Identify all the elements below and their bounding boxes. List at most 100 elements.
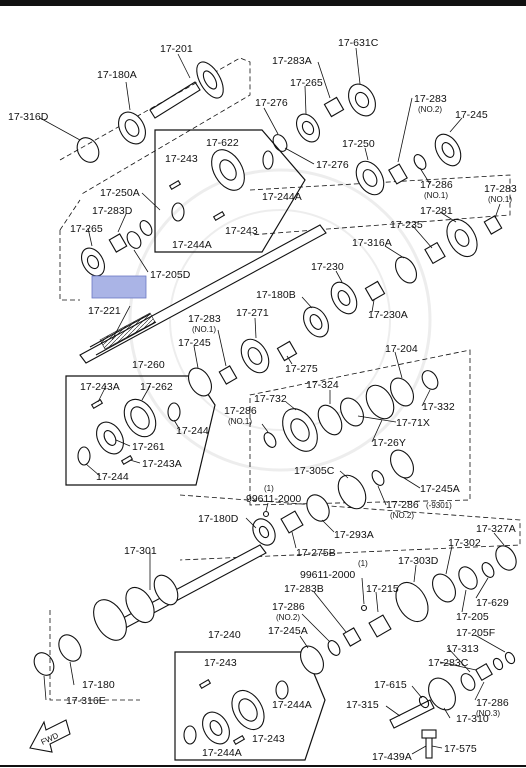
synchronizer-17-732 [282,408,318,452]
label-17-283-no2-top: 17-283 [414,93,447,105]
label-17-204: 17-204 [385,343,418,355]
gear-17-205 [458,566,478,590]
needle-bearing-17-283-no1-top [483,215,503,235]
label-17-315: 17-315 [346,699,379,711]
label-17-439A: 17-439A [372,751,412,763]
spring-17-244A-c [275,680,289,700]
label-17-283-no1-mid: 17-283 [188,313,221,325]
label-17-327A: 17-327A [476,523,516,535]
label-17-240: 17-240 [208,629,241,641]
top-border [0,0,526,6]
part-labels: 17-201 17-180A 17-316D 17-283A 17-631C 1… [8,37,517,763]
key-17-243-d [232,735,246,745]
label-17-244A-b: 17-244A [172,239,212,251]
label-17-261: 17-261 [132,441,165,453]
label-no3: (NO.3) [476,709,500,718]
label-no1-d: (NO.1) [228,417,252,426]
key-17-243-b [212,211,226,221]
label-9301: (-9301) [426,501,452,510]
label-no1-b: (NO.1) [488,195,512,204]
label-17-283-no1-top: 17-283 [484,183,517,195]
label-17-324: 17-324 [306,379,339,391]
label-no2-a: (NO.2) [418,105,442,114]
label-17-286-no2-low: 17-286 [272,601,305,613]
gear-17-250 [355,160,385,196]
gear-17-265-left [80,247,106,277]
gear-17-245-top [434,133,462,167]
label-17-221: 17-221 [88,305,121,317]
gear-17-622 [211,149,245,191]
spring-17-244A-a [262,150,274,170]
label-99611-a-qty: (1) [264,484,274,493]
label-no2-c: (NO.2) [276,613,300,622]
gear-17-265-top [295,113,321,143]
key-17-243A-b [120,455,134,465]
ring-17-250A [139,220,153,236]
label-17-230A: 17-230A [368,309,408,321]
bolt-17-439A [421,729,437,759]
needle-bearing-17-283-no1-mid [218,365,238,385]
label-17-275: 17-275 [285,363,318,375]
gear-17-631C [348,83,376,117]
collar-17-275 [276,340,298,362]
spring-17-244A-d [183,725,197,745]
label-17-732: 17-732 [254,393,287,405]
key-17-243A-a [90,399,104,409]
label-17-265-left: 17-265 [70,223,103,235]
gear-17-316A [394,256,418,284]
collar-17-275B [280,510,304,534]
needle-bearing-17-283B [342,627,362,647]
label-17-243-c: 17-243 [204,657,237,669]
hub-17-261 [96,421,124,455]
label-no1-c: (NO.1) [192,325,216,334]
label-17-260: 17-260 [132,359,165,371]
label-17-575: 17-575 [444,743,477,755]
ring-17-71X [339,397,365,427]
ring-17-286-no1-mid [263,432,277,448]
highlight-marker [91,275,147,299]
label-17-622: 17-622 [206,137,239,149]
ball-99611-2000-a [262,510,270,518]
collar-17-235 [424,241,446,265]
needle-bearing-17-283A [323,96,345,118]
gear-17-281 [446,218,478,258]
gear-17-293A [306,494,330,522]
synchronizer-box-17-622 [154,129,306,253]
label-17-243A-b: 17-243A [142,458,182,470]
ring-17-332 [421,370,439,390]
needle-bearing-17-283D [108,233,128,253]
key-17-243-c [198,679,212,689]
label-17-180: 17-180 [82,679,115,691]
gear-17-271 [240,338,270,374]
label-17-316D: 17-316D [8,111,49,123]
label-17-281: 17-281 [420,205,453,217]
label-17-250: 17-250 [342,138,375,150]
label-17-276-a: 17-276 [255,97,288,109]
label-17-244A-d: 17-244A [202,747,242,759]
label-17-283A: 17-283A [272,55,312,67]
spring-17-244-a [167,402,181,422]
bearing-17-180 [58,634,82,662]
gear-17-245-mid [187,367,213,397]
fwd-arrow-icon [29,719,71,753]
collar-17-230A [364,280,386,302]
label-17-243-d: 17-243 [252,733,285,745]
gear-17-305C [337,474,367,510]
bearing-17-180A [118,111,146,145]
synchronizer-box-17-240 [174,651,326,761]
label-17-316E: 17-316E [66,695,106,707]
label-17-286-no2-mid: 17-286 [386,499,419,511]
label-17-262: 17-262 [140,381,173,393]
ring-17-205D [126,231,142,249]
label-17-286-no1-top: 17-286 [420,179,453,191]
label-17-243-b: 17-243 [225,225,258,237]
gear-17-204 [389,377,415,407]
label-99611-2000-a: 99611-2000 [246,493,301,505]
label-17-243A-a: 17-243A [80,381,120,393]
label-17-316A: 17-316A [352,237,392,249]
key-17-243-a [168,180,182,190]
label-17-230: 17-230 [311,261,344,273]
input-shaft-17-201 [149,61,224,119]
label-17-235: 17-235 [390,219,423,231]
